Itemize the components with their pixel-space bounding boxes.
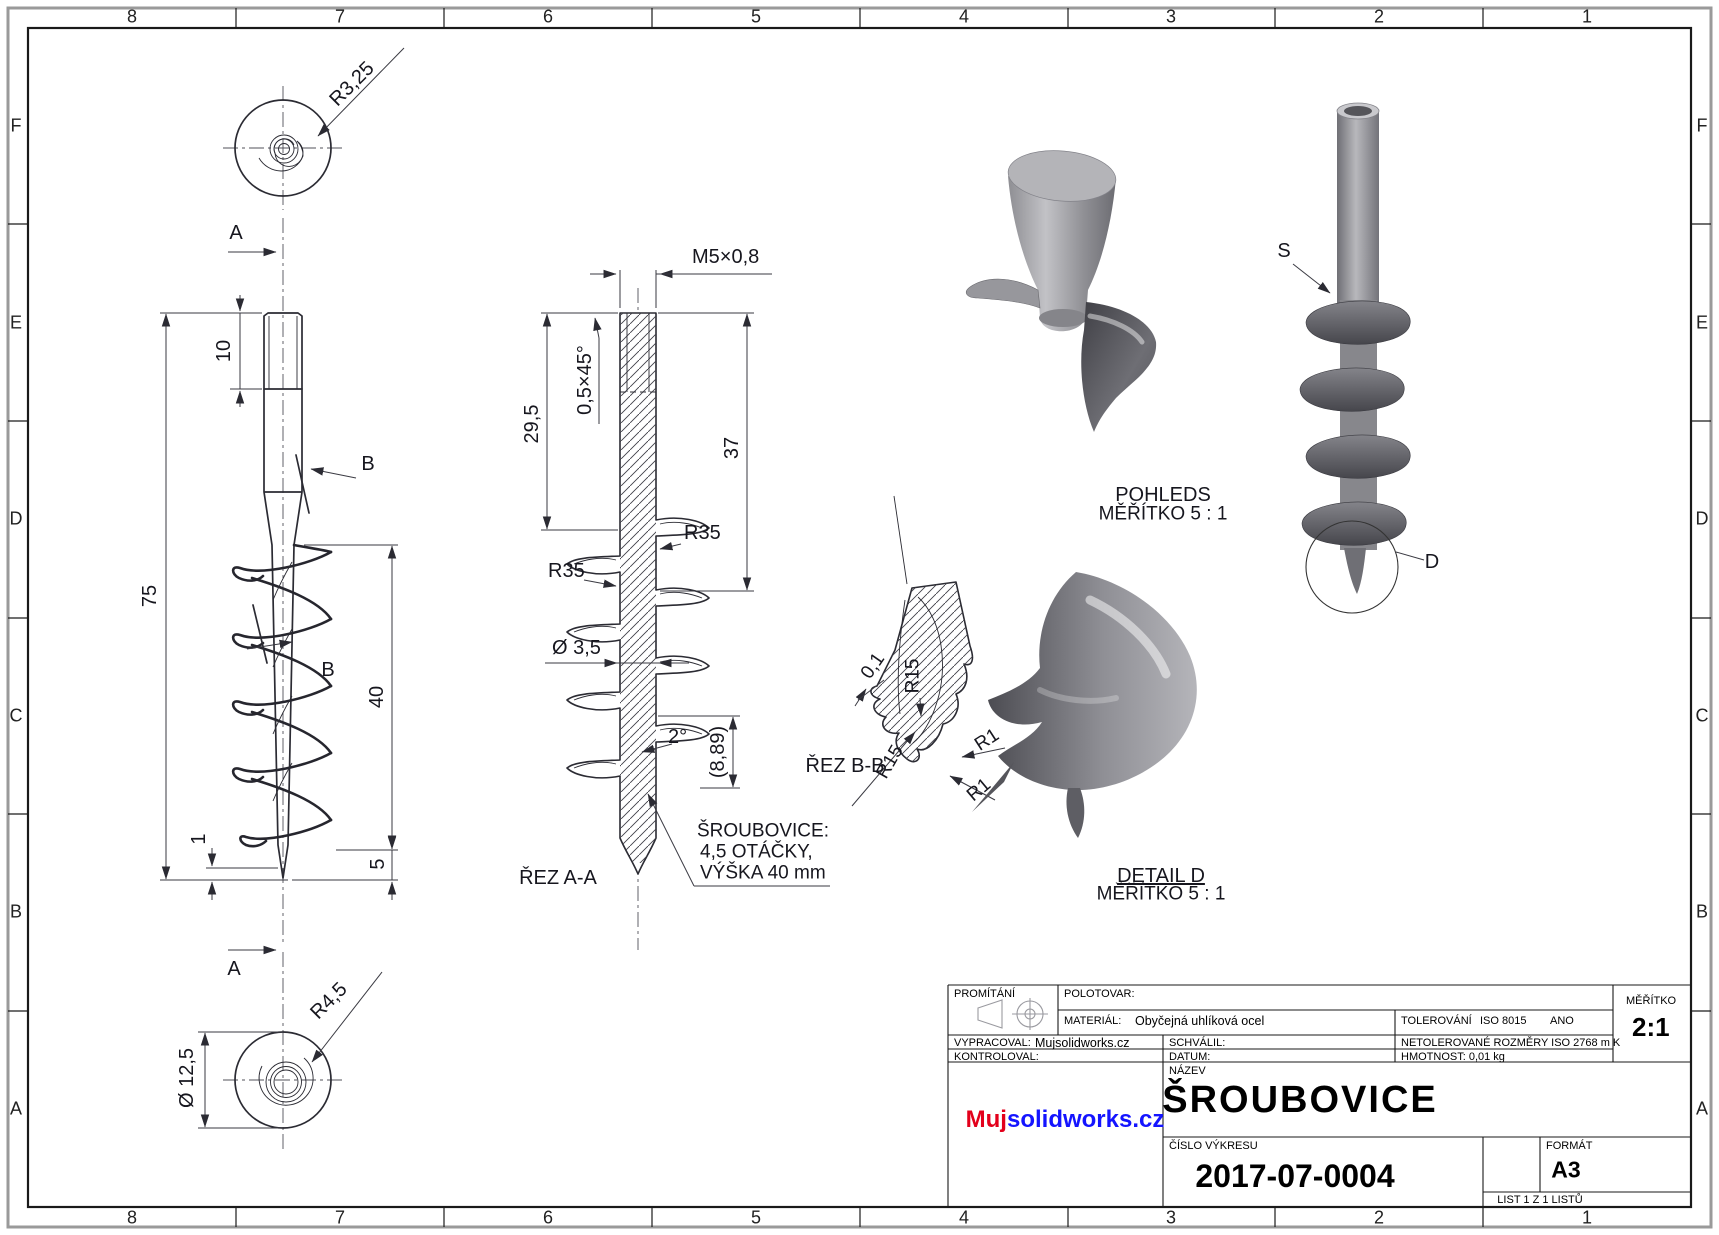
- dim-r35-left: R35: [548, 560, 585, 582]
- schvalil-label: SCHVÁLIL:: [1169, 1037, 1226, 1049]
- note-line-3: VÝŠKA 40 mm: [700, 862, 826, 884]
- dim-40: 40: [366, 685, 388, 709]
- dim-1: 1: [188, 833, 210, 845]
- zone-number-top: 1: [1581, 6, 1593, 27]
- zone-number-top: 4: [958, 6, 970, 27]
- section-b-label-upper: B: [361, 453, 375, 475]
- format-label: FORMÁT: [1546, 1140, 1593, 1152]
- dim-10: 10: [213, 339, 235, 363]
- nazev-label: NÁZEV: [1169, 1065, 1206, 1077]
- vypracoval-label: VYPRACOVAL:: [954, 1037, 1031, 1049]
- netolerovane: NETOLEROVANÉ ROZMĚRY ISO 2768 m K: [1401, 1037, 1621, 1049]
- zone-number-top: 8: [126, 6, 138, 27]
- dim-dia-3-5: Ø 3,5: [552, 637, 601, 659]
- detail-d-scale: MĚŘÍTKO 5 : 1: [1096, 883, 1226, 905]
- logo-part2: solidworks.cz: [1006, 1106, 1165, 1133]
- section-aa-view: [541, 269, 830, 950]
- iso-d-label: D: [1424, 551, 1440, 573]
- dim-r35-right: R35: [684, 522, 721, 544]
- zone-letter-left: E: [9, 312, 23, 333]
- zone-letter-right: C: [1695, 705, 1709, 726]
- meritko-value: 2:1: [1632, 1012, 1670, 1042]
- zone-number-top: 6: [542, 6, 554, 27]
- datum-label: DATUM:: [1169, 1051, 1211, 1063]
- vypracoval-value: Mujsolidworks.cz: [1035, 1036, 1130, 1050]
- format-value: A3: [1551, 1156, 1581, 1183]
- zone-letter-right: D: [1695, 508, 1709, 529]
- section-a-label-top: A: [229, 222, 243, 244]
- pohled-s-scale: MĚŘÍTKO 5 : 1: [1098, 503, 1228, 525]
- zone-number-top: 2: [1373, 6, 1385, 27]
- bottom-view: [198, 971, 383, 1129]
- zone-number-bottom: 8: [126, 1207, 138, 1228]
- iso-s-label: S: [1277, 240, 1291, 262]
- zone-number-top: 5: [750, 6, 762, 27]
- dim-dia-12-5: Ø 12,5: [176, 1047, 198, 1109]
- zone-number-bottom: 7: [334, 1207, 346, 1228]
- kontroloval-label: KONTROLOVAL:: [954, 1051, 1039, 1063]
- pohled-s-title: POHLEDS: [1115, 484, 1211, 506]
- zone-number-bottom: 6: [542, 1207, 554, 1228]
- pohled-s-view: [965, 150, 1157, 432]
- zone-letter-right: E: [1695, 312, 1709, 333]
- iso-view: [1292, 102, 1425, 614]
- dim-37: 37: [721, 436, 743, 460]
- dim-2deg: 2°: [668, 726, 688, 748]
- dim-m5: M5×0,8: [692, 246, 760, 268]
- section-bb-title: ŘEZ B-B: [805, 755, 885, 777]
- hmotnost: HMOTNOST: 0,01 kg: [1401, 1051, 1505, 1063]
- detail-d-title: DETAIL D: [1117, 865, 1205, 887]
- tolerovani-flag: ANO: [1550, 1015, 1574, 1027]
- cislo-value: 2017-07-0004: [1195, 1158, 1395, 1194]
- dim-8-89: (8,89): [707, 725, 729, 779]
- cislo-label: ČÍSLO VÝKRESU: [1169, 1140, 1258, 1152]
- zone-letter-left: D: [9, 508, 23, 529]
- zone-letter-right: F: [1696, 115, 1708, 136]
- tolerovani-std: ISO 8015: [1480, 1015, 1527, 1027]
- dim-75: 75: [139, 584, 161, 608]
- zone-letter-left: C: [9, 705, 23, 726]
- top-view: [223, 47, 405, 257]
- zone-number-bottom: 2: [1373, 1207, 1385, 1228]
- promitani-label: PROMÍTÁNÍ: [954, 988, 1016, 1000]
- zone-letter-right: A: [1695, 1098, 1709, 1119]
- note-line-1: ŠROUBOVICE:: [697, 820, 829, 842]
- zone-number-bottom: 5: [750, 1207, 762, 1228]
- note-line-2: 4,5 OTÁČKY,: [700, 841, 813, 863]
- zone-letter-left: F: [10, 115, 22, 136]
- zone-number-bottom: 1: [1581, 1207, 1593, 1228]
- material-value: Obyčejná uhlíková ocel: [1135, 1014, 1265, 1028]
- section-a-label-bottom: A: [227, 958, 241, 980]
- zone-letter-left: B: [9, 901, 23, 922]
- zone-letter-left: A: [9, 1098, 23, 1119]
- dim-r15-a: R15: [902, 658, 924, 694]
- front-view: [160, 218, 398, 1150]
- section-b-label-lower: B: [321, 659, 335, 681]
- meritko-label: MĚŘÍTKO: [1626, 995, 1677, 1007]
- nazev-value: ŠROUBOVICE: [1162, 1079, 1438, 1121]
- zone-letter-right: B: [1695, 901, 1709, 922]
- title-block-grid: [947, 984, 1691, 1207]
- projection-symbol-icon: [977, 998, 1048, 1030]
- zone-number-bottom: 4: [958, 1207, 970, 1228]
- dim-5: 5: [367, 858, 389, 870]
- material-label: MATERIÁL:: [1064, 1015, 1122, 1027]
- logo-part1: Muj: [965, 1106, 1007, 1133]
- sheet-frame: [6, 6, 1713, 1229]
- zone-number-top: 7: [334, 6, 346, 27]
- zone-number-bottom: 3: [1165, 1207, 1177, 1228]
- dim-29-5: 29,5: [521, 404, 543, 444]
- dim-chamfer: 0,5×45°: [574, 345, 596, 415]
- polotovar-label: POLOTOVAR:: [1064, 988, 1135, 1000]
- mujsolidworks-logo: Mujsolidworks.cz: [966, 1106, 1165, 1134]
- section-aa-title: ŘEZ A-A: [519, 867, 597, 889]
- tolerovani-label: TOLEROVÁNÍ: [1401, 1015, 1472, 1027]
- list-label: LIST 1 Z 1 LISTŮ: [1497, 1194, 1583, 1206]
- detail-d-view: [972, 572, 1197, 838]
- zone-number-top: 3: [1165, 6, 1177, 27]
